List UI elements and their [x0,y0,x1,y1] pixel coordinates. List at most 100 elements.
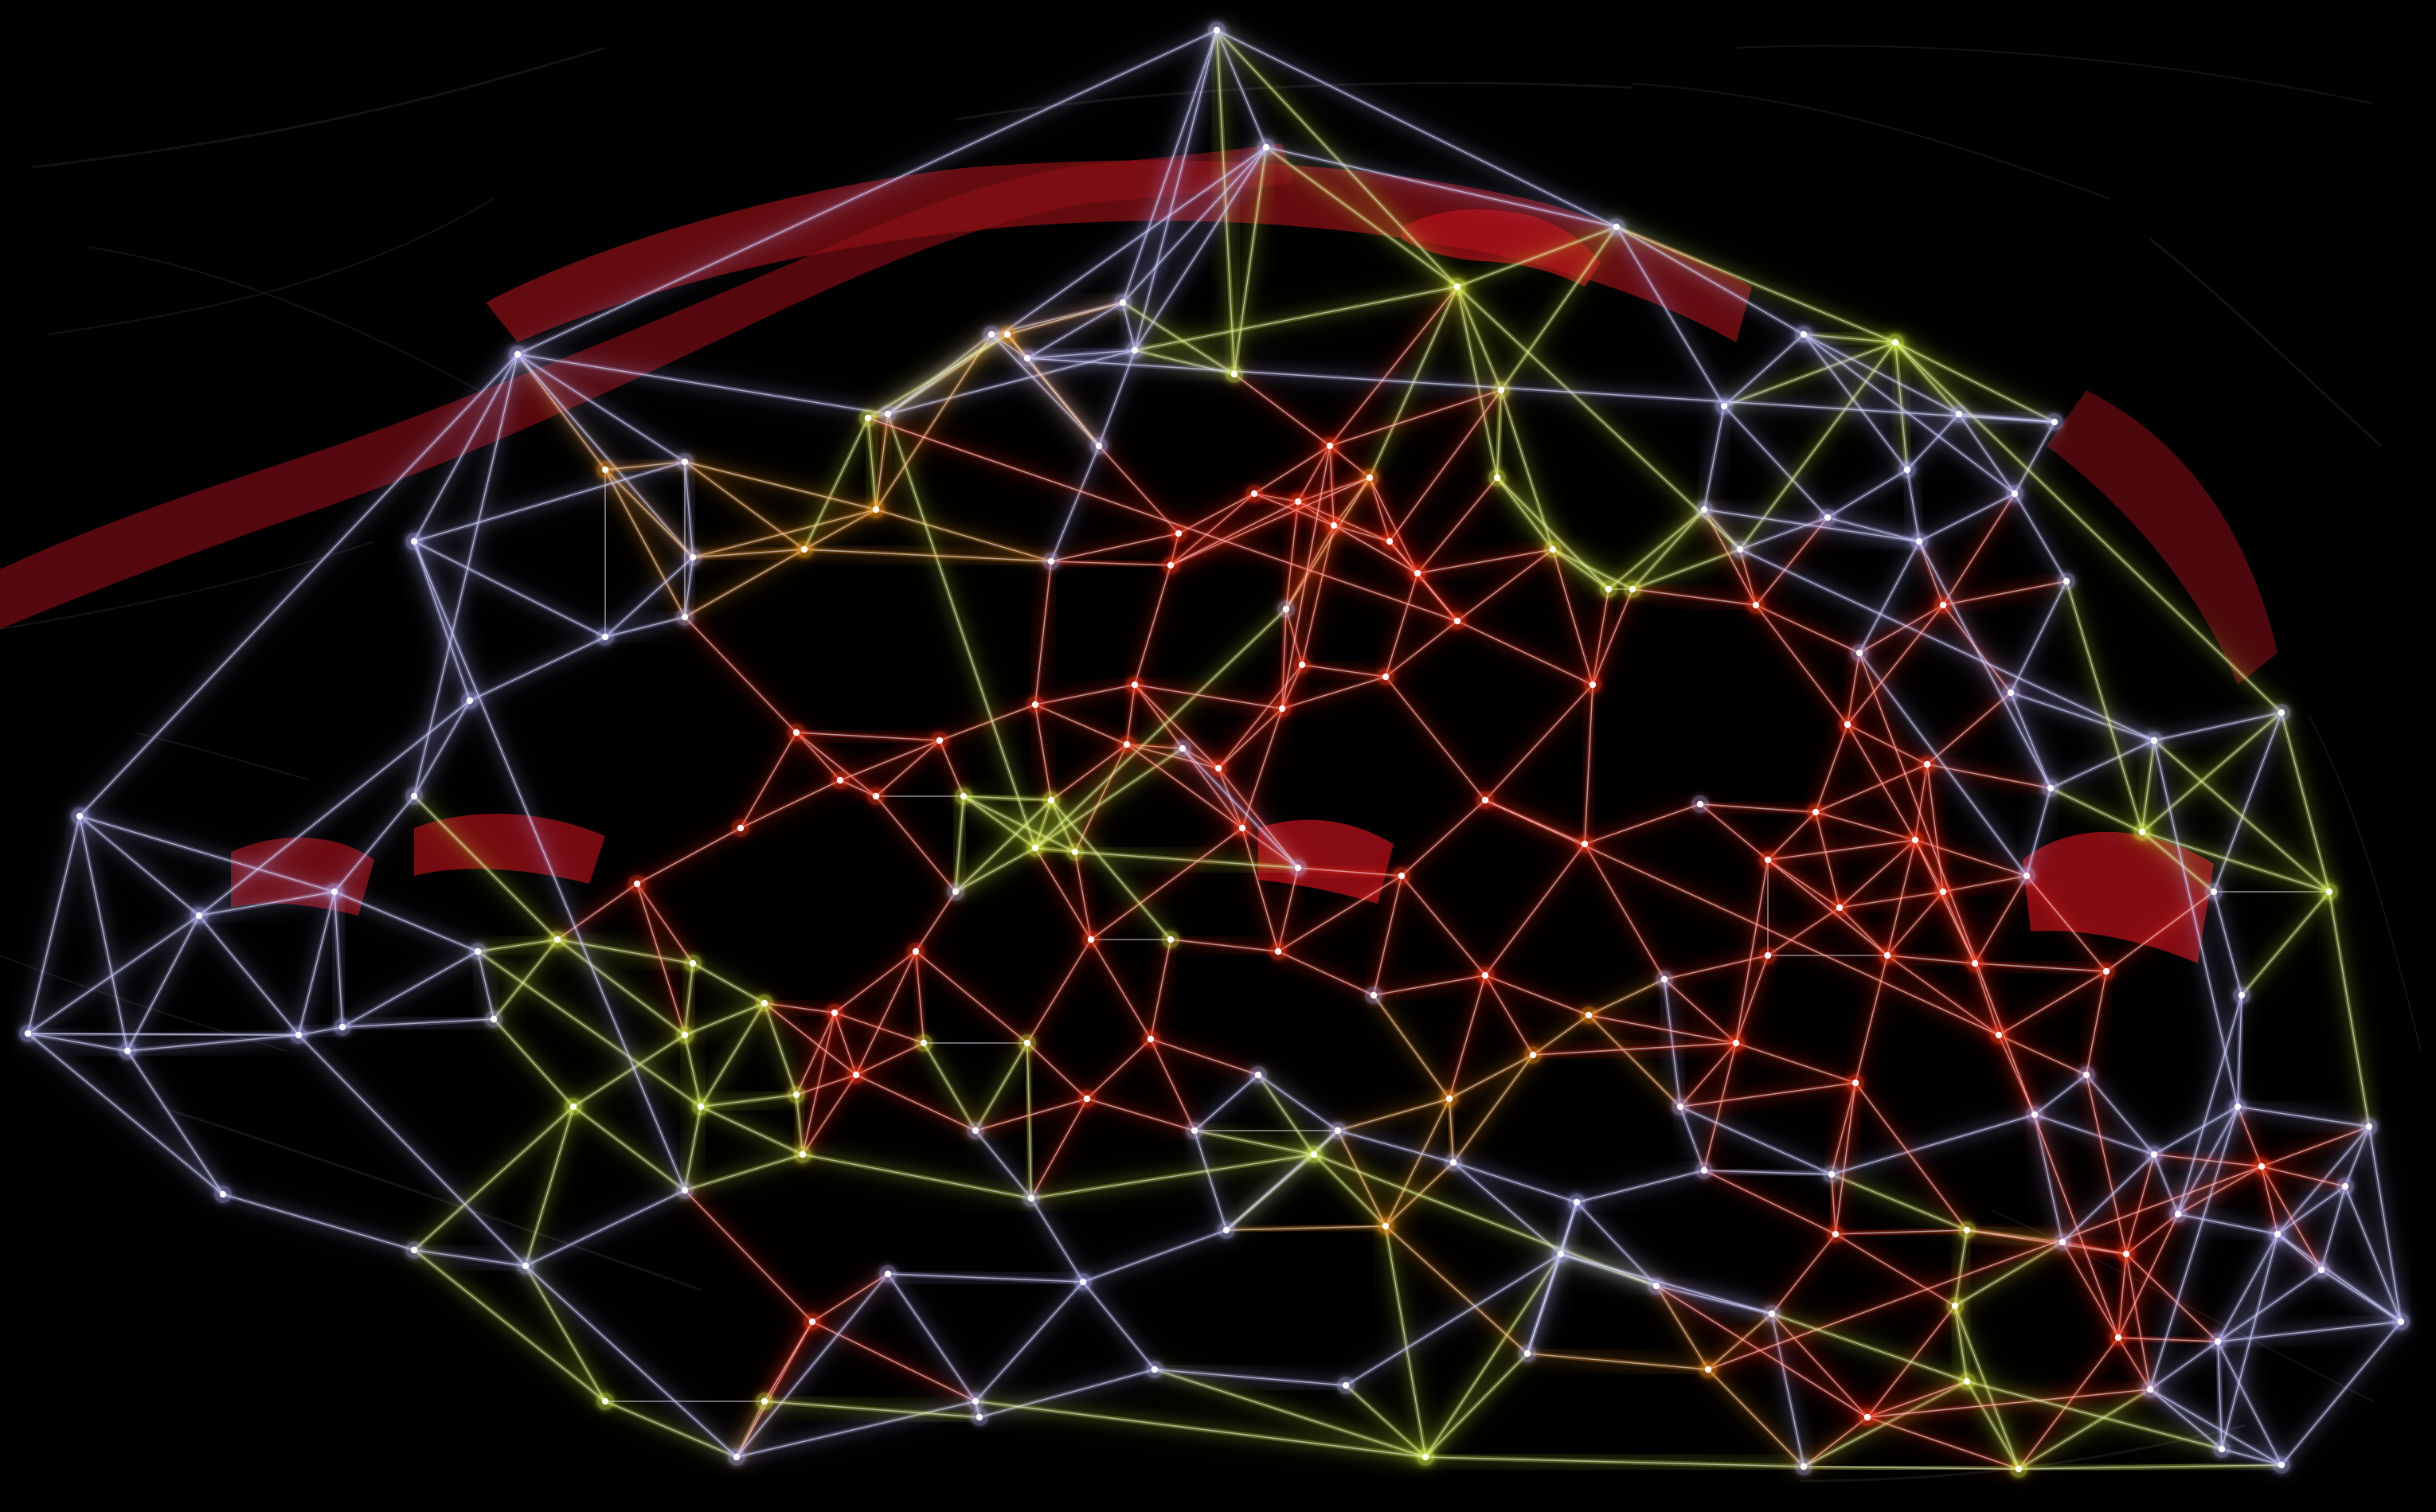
network-node [1084,1096,1090,1102]
network-node [1080,1279,1086,1285]
network-node [1832,1231,1839,1237]
network-node [1940,602,1946,608]
network-node [1586,1012,1592,1018]
network-node [1996,1032,2002,1038]
network-node [1370,992,1377,998]
network-node [602,467,608,473]
network-node [1132,347,1138,354]
network-node [690,960,696,967]
network-node [1255,1072,1261,1078]
network-node [1701,1167,1707,1174]
network-node [1239,825,1245,831]
network-node [1422,1454,1429,1460]
network-node [2103,968,2110,975]
network-node [1964,1227,1970,1233]
network-node [2151,1151,2157,1158]
network-node [690,554,696,561]
network-node [1482,797,1488,803]
network-node [837,777,843,783]
network-node [1295,498,1301,505]
network-node [1148,1036,1154,1042]
network-node [793,1092,800,1098]
network-node [554,936,561,943]
network-node [1769,1311,1775,1317]
network-node [1498,387,1504,393]
network-node [1299,662,1305,668]
network-node [2047,785,2054,791]
network-node [988,331,995,338]
network-node [921,1040,927,1046]
network-node [873,506,879,513]
network-node [1940,889,1946,895]
network-node [2318,1267,2325,1273]
network-node [1032,845,1038,851]
network-node [682,1032,688,1038]
network-node [1972,960,1978,967]
network-node [2023,873,2030,879]
network-node [1331,522,1337,529]
network-node [1801,331,1807,338]
network-node [1558,1251,1564,1257]
network-node [1283,606,1289,612]
network-node [1605,586,1612,592]
network-node [2059,1239,2066,1245]
network-node [2342,1183,2348,1190]
network-node [1048,558,1054,565]
network-node [1223,1227,1230,1233]
network-node [2211,889,2217,895]
network-node [1904,467,1910,473]
network-node [2051,419,2058,425]
network-node [2031,1112,2038,1118]
network-node [1765,857,1771,863]
network-node [2274,1231,2281,1237]
network-node [1367,475,1373,481]
network-node [1964,1378,1970,1385]
network-node [76,813,83,819]
network-node [1836,904,1843,911]
network-node [737,825,744,831]
network-node [2151,737,2157,744]
network-node [1824,514,1831,521]
network-node [1884,952,1891,959]
network-node [1343,1382,1349,1389]
network-node [514,351,521,357]
network-node [1335,1127,1341,1134]
network-node [2219,1446,2225,1452]
network-node [1524,1350,1531,1357]
network-node [339,1024,346,1030]
network-node [1482,972,1488,979]
network-node [602,634,608,640]
network-node [2278,1462,2285,1468]
network-node [124,1048,131,1054]
network-node [602,1398,608,1405]
network-node [1175,530,1182,537]
network-node [411,793,417,799]
network-node [1582,841,1588,847]
network-node [936,737,943,744]
network-node [1952,1303,1958,1309]
network-node [1275,948,1281,955]
network-node [2235,1104,2241,1110]
network-node [698,1104,704,1110]
network-node [2175,1211,2181,1217]
network-node [2123,1251,2129,1257]
network-node [1697,801,1703,807]
network-node [853,1072,859,1078]
network-node [800,1151,806,1158]
network-node [682,1187,688,1194]
network-node [1024,1040,1030,1046]
network-node [960,793,967,799]
network-node [682,614,688,620]
network-node [885,411,891,417]
network-node [1179,745,1186,752]
network-node [873,793,879,799]
network-node [972,1127,979,1134]
network-node [1124,741,1130,748]
network-node [1550,546,1556,553]
network-node [1311,1151,1317,1158]
network-node [1263,144,1269,150]
network-node [1132,682,1138,688]
network-node [1120,299,1126,306]
